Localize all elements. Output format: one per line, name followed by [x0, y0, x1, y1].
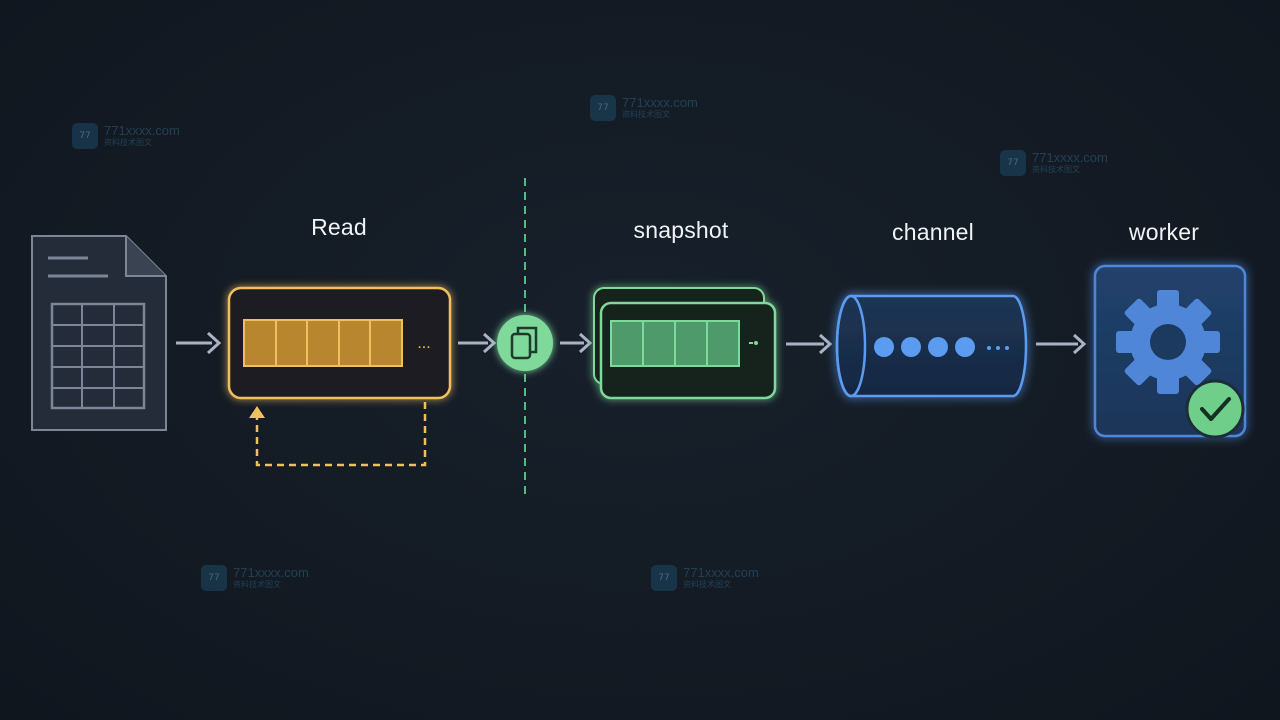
- copy-glyph: [510, 326, 538, 360]
- arrow-copy-to-snapshot: [560, 332, 593, 354]
- watermark-line2: 资料技术图文: [233, 579, 281, 589]
- channel-label: channel: [892, 219, 974, 245]
- spreadsheet-file-icon: [31, 235, 167, 431]
- copy-icon: [497, 315, 553, 371]
- watermark-line1: 771xxxx.com: [233, 565, 309, 581]
- check-icon: [1185, 379, 1245, 439]
- snapshot-label: snapshot: [633, 217, 729, 243]
- loop-back-arrow: [249, 402, 427, 467]
- read-ellipsis: ...: [417, 335, 430, 352]
- snapshot-buffer-cells: [610, 320, 758, 367]
- watermark-logo-icon: 77: [72, 123, 98, 149]
- watermark-line1: 771xxxx.com: [104, 123, 180, 139]
- watermark-logo-icon: 77: [201, 565, 227, 591]
- watermark-logo-icon: 77: [651, 565, 677, 591]
- watermark-line1: 771xxxx.com: [622, 95, 698, 111]
- read-buffer-cells: [243, 319, 403, 367]
- watermark-logo-icon: 77: [590, 95, 616, 121]
- worker-label: worker: [1128, 219, 1200, 245]
- watermark-logo-icon: 77: [1000, 150, 1026, 176]
- channel-items: [874, 337, 1009, 357]
- arrow-snapshot-to-channel: [786, 333, 833, 355]
- arrow-file-to-read: [176, 331, 222, 355]
- watermark-line2: 资料技术图文: [683, 579, 731, 589]
- watermark-line1: 771xxxx.com: [1032, 150, 1108, 166]
- arrow-channel-to-worker: [1036, 333, 1087, 355]
- watermark-line1: 771xxxx.com: [683, 565, 759, 581]
- watermark-line2: 资料技术图文: [622, 109, 670, 119]
- watermark-line2: 资料技术图文: [104, 137, 152, 147]
- worker-gear-icon: [1116, 290, 1220, 394]
- arrow-read-to-copy: [458, 332, 497, 354]
- watermark-line2: 资料技术图文: [1032, 164, 1080, 174]
- read-label: Read: [311, 214, 367, 240]
